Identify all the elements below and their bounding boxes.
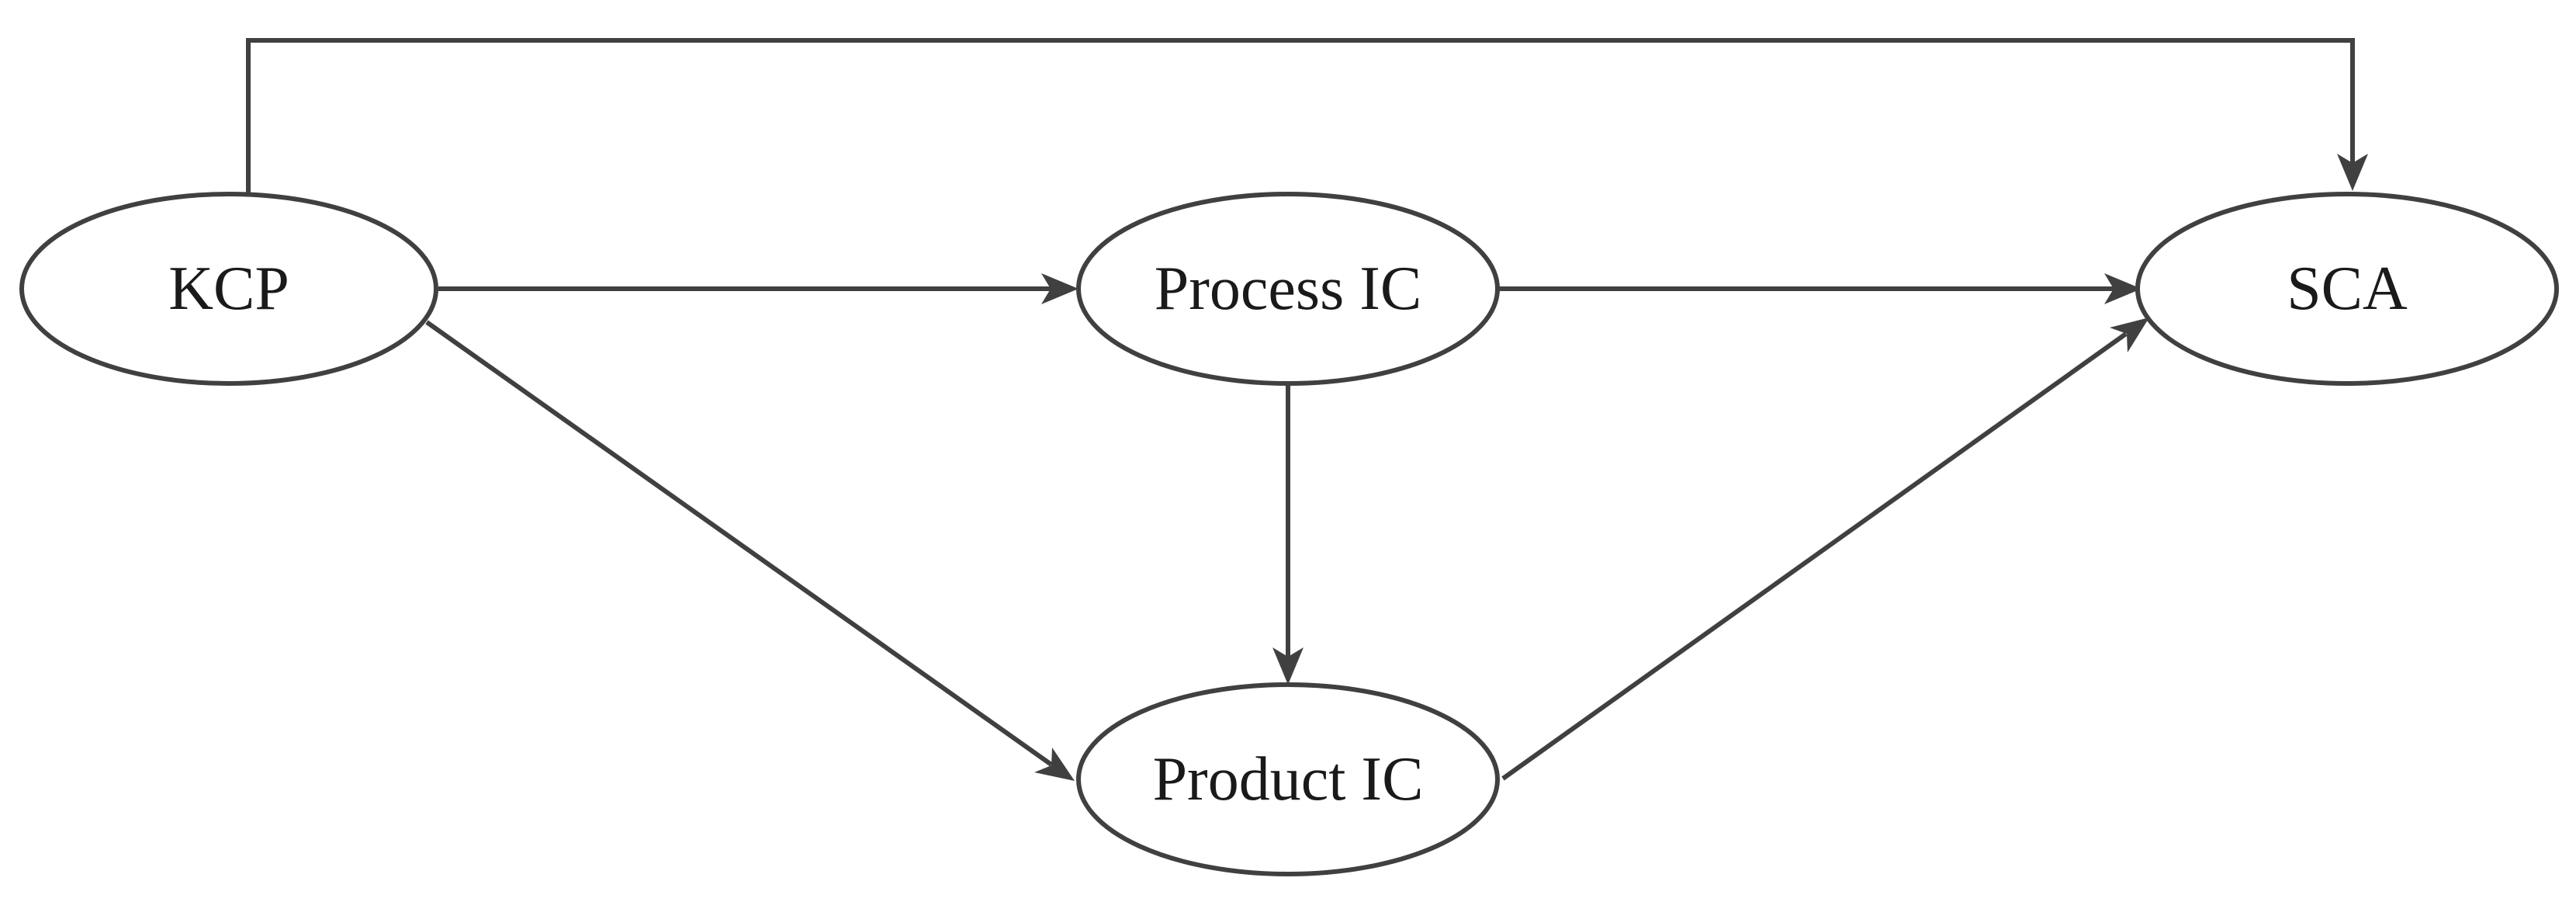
node-product-ic-label: Product IC — [1153, 745, 1424, 814]
node-process-ic: Process IC — [1076, 192, 1500, 386]
node-sca-ellipse — [2135, 192, 2559, 386]
arrowhead-process-ic-to-sca — [2104, 273, 2141, 304]
node-process-ic-ellipse — [1076, 192, 1500, 386]
edge-product-ic-to-sca — [1501, 331, 2128, 781]
node-process-ic-label: Process IC — [1155, 255, 1421, 323]
arrowhead-kcp-to-process-ic — [1041, 273, 1079, 304]
node-product-ic-ellipse — [1076, 682, 1500, 876]
edge-kcp-to-product-ic — [425, 320, 1053, 767]
node-sca-label: SCA — [2287, 255, 2408, 323]
arrowhead-kcp-to-sca — [2337, 154, 2368, 191]
arrowhead-product-ic-to-sca — [2110, 317, 2149, 352]
node-kcp-label: KCP — [168, 255, 289, 323]
node-kcp: KCP — [19, 192, 438, 386]
arrowhead-process-ic-to-product-ic — [1272, 647, 1304, 685]
arrowhead-kcp-to-product-ic — [1034, 748, 1075, 781]
node-product-ic: Product IC — [1076, 682, 1500, 876]
edge-kcp-to-sca — [246, 38, 2355, 193]
node-sca: SCA — [2135, 192, 2559, 386]
edges — [246, 38, 2368, 781]
node-kcp-ellipse — [19, 192, 438, 386]
